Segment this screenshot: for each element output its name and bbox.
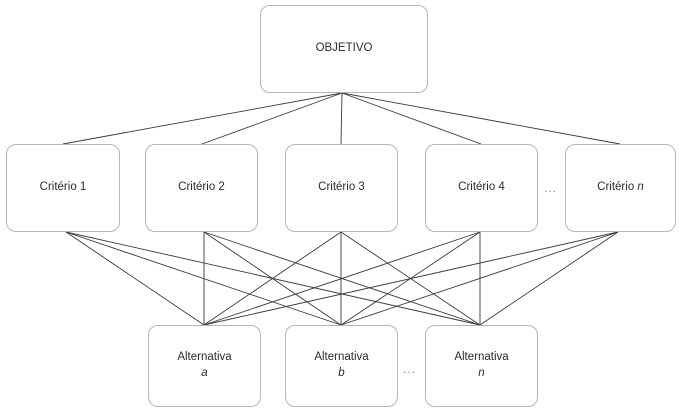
edge-criterion-5-to-alternative-n (479, 231, 619, 326)
edge-criterion-1-to-alternative-b (65, 231, 342, 326)
alternative-label: Alternativa (314, 351, 369, 364)
criterion-node-4[interactable]: Critério 4 (425, 144, 538, 232)
edge-criterion-3-to-alternative-a (203, 231, 342, 326)
criterion-label: Critério n (597, 181, 644, 194)
alternative-node-n[interactable]: Alternativa n (425, 325, 538, 407)
edge-criterion-5-to-alternative-a (203, 231, 619, 326)
edge-goal-to-criterion-2 (201, 92, 343, 145)
criterion-node-1[interactable]: Critério 1 (6, 144, 120, 232)
edge-criterion-4-to-alternative-a (203, 231, 481, 326)
criterion-label: Critério 1 (39, 181, 87, 194)
criterion-label: Critério 2 (178, 181, 225, 194)
alternative-index: n (478, 367, 485, 379)
criterion-label: Critério 3 (318, 181, 365, 194)
edge-criterion-1-to-alternative-a (65, 231, 205, 326)
criterion-node-5[interactable]: Critério n (565, 144, 676, 232)
alternative-node-b[interactable]: Alternativa b (285, 325, 398, 407)
edge-goal-to-criterion-4 (341, 92, 482, 145)
edge-criterion-5-to-alternative-b (340, 231, 619, 326)
alternative-label: Alternativa (177, 351, 232, 364)
alternative-index: b (338, 367, 345, 379)
criterion-node-3[interactable]: Critério 3 (285, 144, 398, 232)
alternative-index: a (201, 367, 208, 379)
alternatives-ellipsis: ... (403, 362, 417, 376)
criteria-ellipsis: ... (544, 181, 558, 195)
goal-label: OBJETIVO (315, 42, 373, 55)
edge-goal-to-criterion-1 (62, 92, 343, 145)
goal-node[interactable]: OBJETIVO (260, 5, 428, 93)
alternative-label: Alternativa (454, 351, 509, 364)
criterion-node-2[interactable]: Critério 2 (145, 144, 258, 232)
edge-goal-to-criterion-5 (341, 92, 621, 145)
criterion-label: Critério 4 (458, 181, 505, 194)
alternative-node-a[interactable]: Alternativa a (148, 325, 261, 407)
edge-goal-to-criterion-3 (340, 92, 343, 145)
